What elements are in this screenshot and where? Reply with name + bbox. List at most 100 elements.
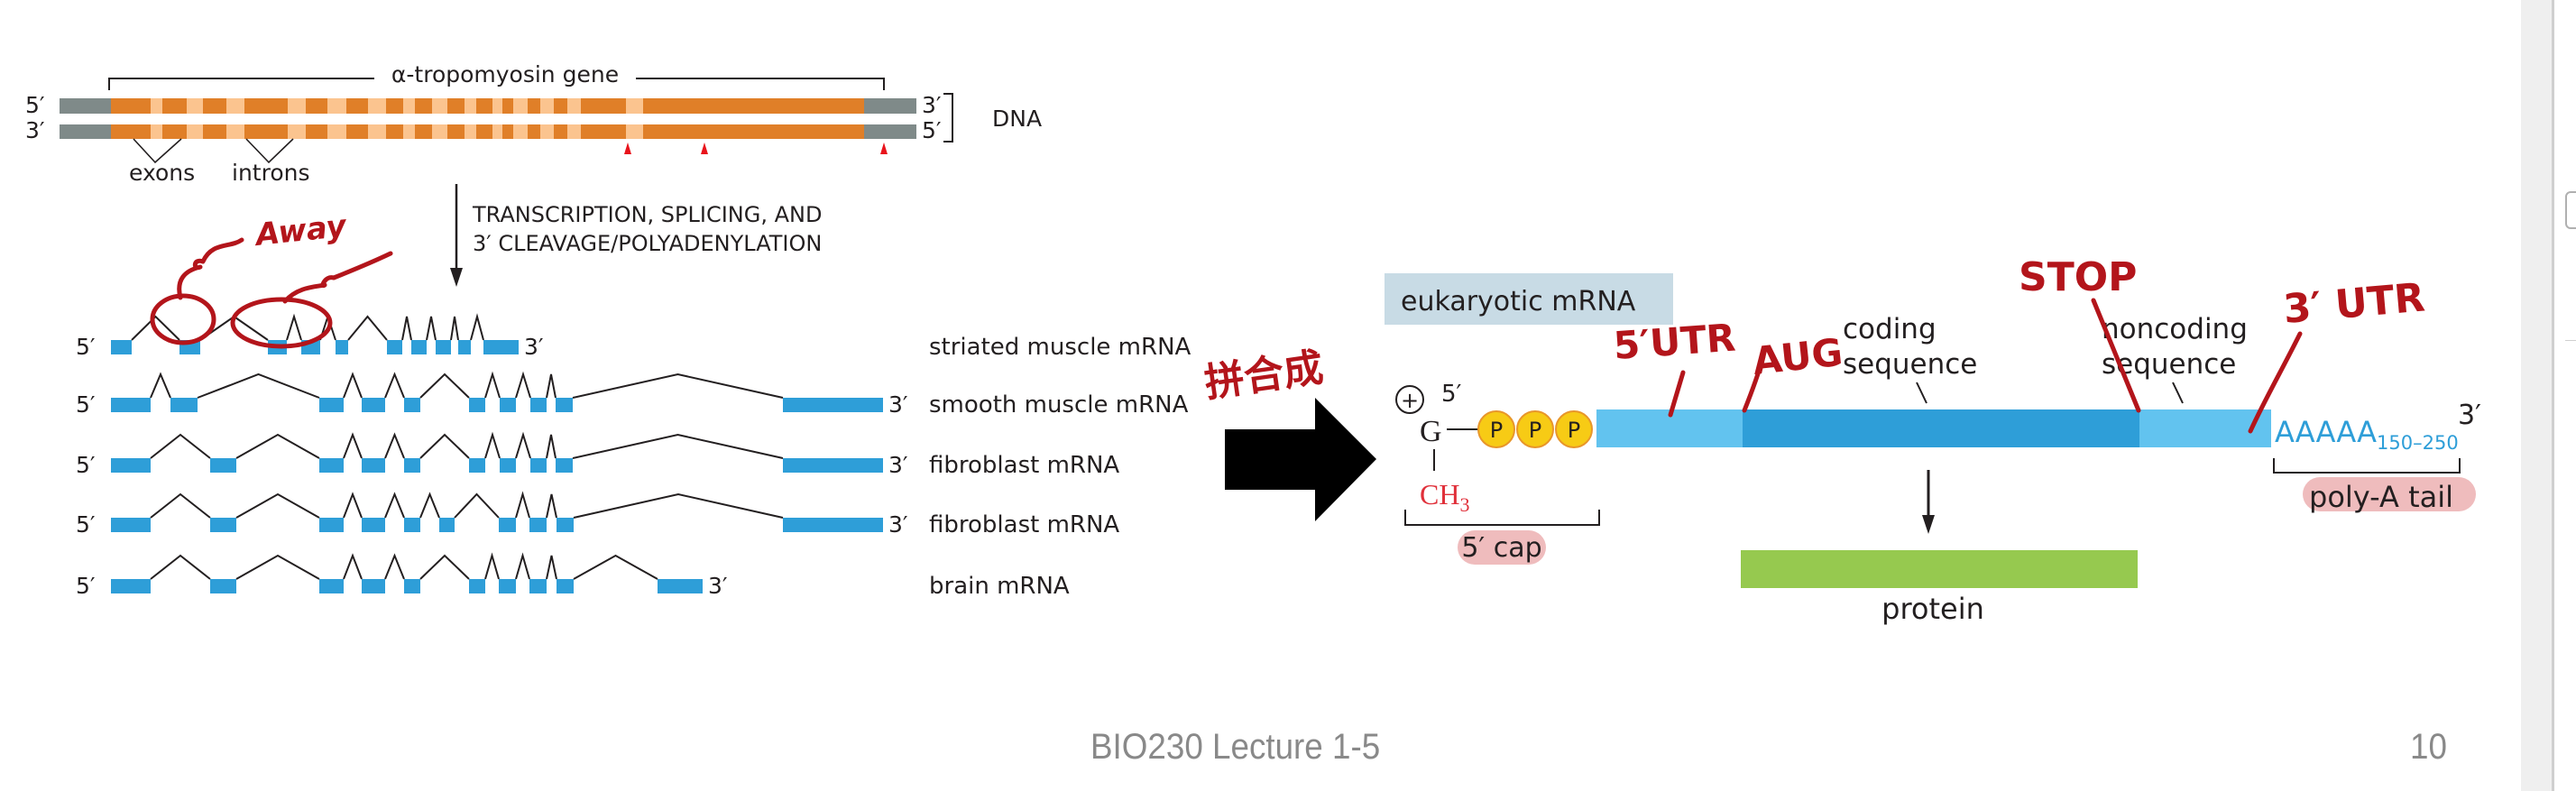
splice-junction [484,552,500,580]
dna-strand-bottom [60,124,916,139]
mrna-row: 5′3′smooth muscle mRNA [76,371,1189,418]
cap-charge: + [1401,388,1419,413]
arrow-down-icon [1922,515,1935,534]
noncoding-pointer [2172,382,2184,404]
protein-bar [1741,550,2138,588]
mrna-exon [500,458,516,473]
mrna-3prime: 3′ [2458,400,2481,431]
mrna-exon [362,398,385,412]
mrna-row: 5′3′fibroblast mRNA [76,491,1119,538]
exon [643,98,864,114]
mrna-3prime: 3′ [524,334,544,360]
splice-junction [150,372,171,399]
mrna-3prime: 3′ [708,573,728,599]
splice-junction [546,493,557,519]
splice-junction [419,554,470,580]
ink-spliced-into: 拼合成 [1201,345,1326,407]
side-panel-divider [2565,340,2576,341]
mrna-label: fibroblast mRNA [929,511,1119,538]
ink-5utr-pointer [1668,370,1686,418]
dna-label: DNA [992,106,1042,132]
mrna-exon [387,340,402,354]
mrna-exon [469,398,485,412]
mrna-5prime: 5′ [76,391,96,418]
ink-aug-pointer [1742,354,1766,413]
ink-away: Away [252,207,350,253]
ink-circle [230,297,333,349]
splice-junction [384,372,405,399]
splice-junction [484,431,501,459]
mrna-exon [319,579,344,593]
side-panel-button[interactable] [2565,191,2576,229]
mrna-exon [439,518,455,532]
cap-bracket [1404,510,1600,526]
ink-stop: STOP [2019,254,2137,300]
ink-leader [282,251,393,304]
mrna-exon [783,398,883,412]
ink-stop-pointer [2091,298,2141,413]
phosphate-label: P [1490,418,1503,443]
dna-gene: α-tropomyosin gene 5′ 3′ 3′ 5′ DNA exons… [25,61,1042,186]
mrna-exon [529,518,547,532]
splice-junction [419,373,470,399]
footer-title: BIO230 Lecture 1-5 [1090,727,1381,767]
splice-junction [384,432,405,459]
splice-junction [384,553,405,580]
flank-region [60,124,111,139]
phosphate [1477,410,1515,448]
panel-title: eukaryotic mRNA [1401,286,1636,317]
mrna-exon [469,458,485,473]
exon [502,98,513,114]
exon [528,98,540,114]
scrollbar-track[interactable] [2521,0,2554,791]
exon [306,98,327,114]
methyl-group: CH3 [1420,478,1469,516]
exon [643,124,864,139]
splice-junction [343,492,363,519]
title-box [1385,273,1673,325]
polya-bracket [2273,458,2461,474]
splice-junction [131,315,180,341]
introns-label: introns [232,160,310,186]
splice-junction [450,316,459,341]
polya-label: poly-A tail [2309,480,2453,514]
mrna-exon [319,458,344,473]
positive-charge-icon [1395,385,1424,414]
mrna-exon [500,398,516,412]
mrna-exon [556,398,573,412]
dna-bracket [943,93,953,143]
splice-junction [235,433,320,459]
mrna-exon [530,458,547,473]
mrna-exon [783,518,883,532]
strand-top-5prime: 5′ [25,92,45,118]
splice-junction [515,491,530,519]
exon [415,98,432,114]
splice-junction [343,432,363,459]
splice-junction [546,434,557,459]
process-arrow [450,184,463,287]
mrna-3prime: 3′ [888,391,908,418]
exon [554,98,567,114]
exon [581,98,626,114]
mrna-exon [111,579,151,593]
ink-leader [177,237,244,300]
cap-5prime: 5′ [1441,381,1462,408]
exon [554,124,567,139]
mrna-exon [658,579,703,593]
ink-aug: AUG [1751,330,1845,383]
mrna-3prime: 3′ [888,511,908,538]
exon [162,124,187,139]
splice-junction [343,372,363,399]
mrna-exon [111,340,132,354]
coding-pointer [1916,382,1927,404]
mrna-5prime: 5′ [76,573,96,599]
mrna-exon [557,579,574,593]
mrna-exon [362,518,385,532]
exon [476,98,492,114]
strand-top-3prime: 3′ [922,92,942,118]
mrna-5prime: 5′ [76,452,96,478]
splice-junction [546,373,557,399]
exon [386,124,403,139]
